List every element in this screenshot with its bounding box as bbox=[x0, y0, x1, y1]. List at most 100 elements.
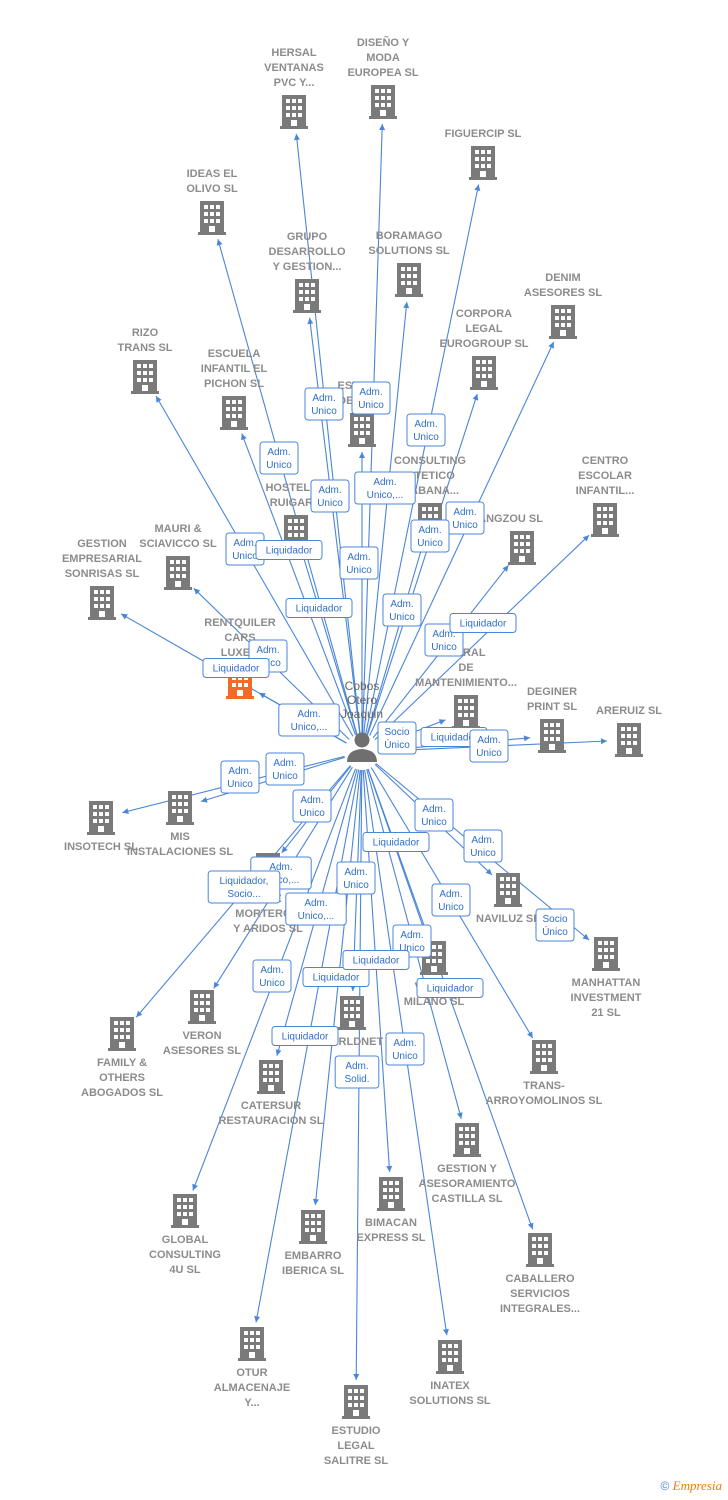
building-icon bbox=[591, 503, 619, 537]
relation-label[interactable]: Adm.Unico bbox=[220, 760, 260, 794]
relation-label[interactable]: Liquidador bbox=[202, 658, 270, 678]
relation-text: Unico bbox=[232, 551, 258, 562]
edge-arrow-trans_arroyo bbox=[527, 1031, 533, 1039]
relation-box bbox=[362, 832, 430, 852]
company-node-naviluz[interactable]: NAVILUZ SL bbox=[476, 873, 540, 925]
relation-label[interactable]: Liquidador bbox=[285, 598, 353, 618]
company-node-mauri[interactable]: MAURI &SCIAVICCO SL bbox=[139, 523, 217, 590]
relation-label[interactable]: Adm.Unico,... bbox=[278, 703, 340, 737]
relation-label[interactable]: Adm.Unico bbox=[382, 593, 422, 627]
relation-box bbox=[202, 658, 270, 678]
company-node-centro[interactable]: CENTROESCOLARINFANTIL... bbox=[576, 455, 635, 537]
company-node-areruiz[interactable]: ARERUIZ SL bbox=[596, 705, 662, 757]
company-label: MODA bbox=[366, 52, 400, 64]
relation-box bbox=[385, 1032, 425, 1066]
edge-arrow-insotech bbox=[122, 808, 129, 814]
edge-ideas bbox=[217, 239, 358, 735]
relation-label[interactable]: Adm.Unico,... bbox=[354, 471, 416, 505]
company-node-figuercip[interactable]: FIGUERCIP SL bbox=[445, 128, 522, 180]
relation-text: Liquidador bbox=[266, 546, 313, 557]
company-node-otur[interactable]: OTURALMACENAJEY... bbox=[214, 1327, 290, 1409]
footer-brand[interactable]: © Empresia bbox=[660, 1478, 722, 1494]
company-node-general[interactable]: ...ERALDEMANTENIMIENTO... bbox=[415, 647, 517, 729]
relation-text: Liquidador bbox=[427, 984, 474, 995]
relation-label[interactable]: Adm.Unico bbox=[445, 501, 485, 535]
company-node-insotech[interactable]: INSOTECH SL bbox=[64, 801, 138, 853]
company-label: TRANS SL bbox=[118, 342, 173, 354]
relation-label[interactable]: Adm.Unico bbox=[469, 729, 509, 763]
relation-box bbox=[339, 546, 379, 580]
relation-label[interactable]: Adm.Unico bbox=[252, 959, 292, 993]
relation-label[interactable]: Adm.Unico bbox=[463, 829, 503, 863]
relation-label[interactable]: Adm.Unico bbox=[431, 883, 471, 917]
relation-text: Unico bbox=[343, 880, 369, 891]
relation-label[interactable]: Adm.Unico bbox=[292, 789, 332, 823]
relation-box bbox=[382, 593, 422, 627]
relation-label[interactable]: Adm.Solid. bbox=[334, 1055, 380, 1089]
relation-label[interactable]: Liquidador,Socio... bbox=[207, 870, 281, 904]
relation-box bbox=[265, 752, 305, 786]
relation-label[interactable]: Liquidador bbox=[342, 950, 410, 970]
company-node-trans_arroyo[interactable]: TRANS-ARROYOMOLINOS SL bbox=[486, 1040, 603, 1107]
company-label: PVC Y... bbox=[274, 77, 315, 89]
relation-box bbox=[535, 908, 575, 942]
relation-label[interactable]: Adm.Unico,... bbox=[285, 892, 347, 926]
relation-label[interactable]: Liquidador bbox=[362, 832, 430, 852]
relation-label[interactable]: Adm.Unico bbox=[339, 546, 379, 580]
copyright-symbol: © bbox=[660, 1479, 670, 1493]
relation-label[interactable]: Liquidador bbox=[416, 978, 484, 998]
relation-box bbox=[342, 950, 410, 970]
relation-label[interactable]: Adm.Unico bbox=[265, 752, 305, 786]
company-label: DISEÑO Y bbox=[357, 36, 410, 49]
company-node-caballero[interactable]: CABALLEROSERVICIOSINTEGRALES... bbox=[500, 1233, 580, 1315]
relation-label[interactable]: Liquidador bbox=[255, 540, 323, 560]
relation-label[interactable]: Liquidador bbox=[271, 1026, 339, 1046]
relation-text: Unico bbox=[389, 612, 415, 623]
relation-label[interactable]: Adm.Unico bbox=[351, 381, 391, 415]
edge-arrow-mauri bbox=[193, 588, 201, 595]
relation-label[interactable]: Adm.Unico bbox=[406, 413, 446, 447]
company-label: ESCOLAR bbox=[578, 470, 632, 482]
relation-label[interactable]: Adm.Unico bbox=[414, 798, 454, 832]
relation-label[interactable]: Adm.Unico bbox=[310, 479, 350, 513]
relation-label[interactable]: Adm.Unico bbox=[410, 519, 450, 553]
relation-label[interactable]: Liquidador bbox=[449, 613, 517, 633]
relation-label[interactable]: Adm.Unico bbox=[392, 924, 432, 958]
edge-arrow-gestion_ase bbox=[456, 1112, 463, 1119]
relation-label[interactable]: Adm.Unico bbox=[336, 861, 376, 895]
relation-label[interactable]: Liquidador bbox=[302, 967, 370, 987]
building-icon bbox=[549, 305, 577, 339]
relation-label[interactable]: Adm.Unico bbox=[385, 1032, 425, 1066]
edge-arrow-family bbox=[136, 1010, 143, 1018]
relation-label[interactable]: Adm.Unico bbox=[304, 387, 344, 421]
relation-label[interactable]: Adm.Unico bbox=[259, 441, 299, 475]
company-label: MORTERO... bbox=[235, 908, 300, 920]
